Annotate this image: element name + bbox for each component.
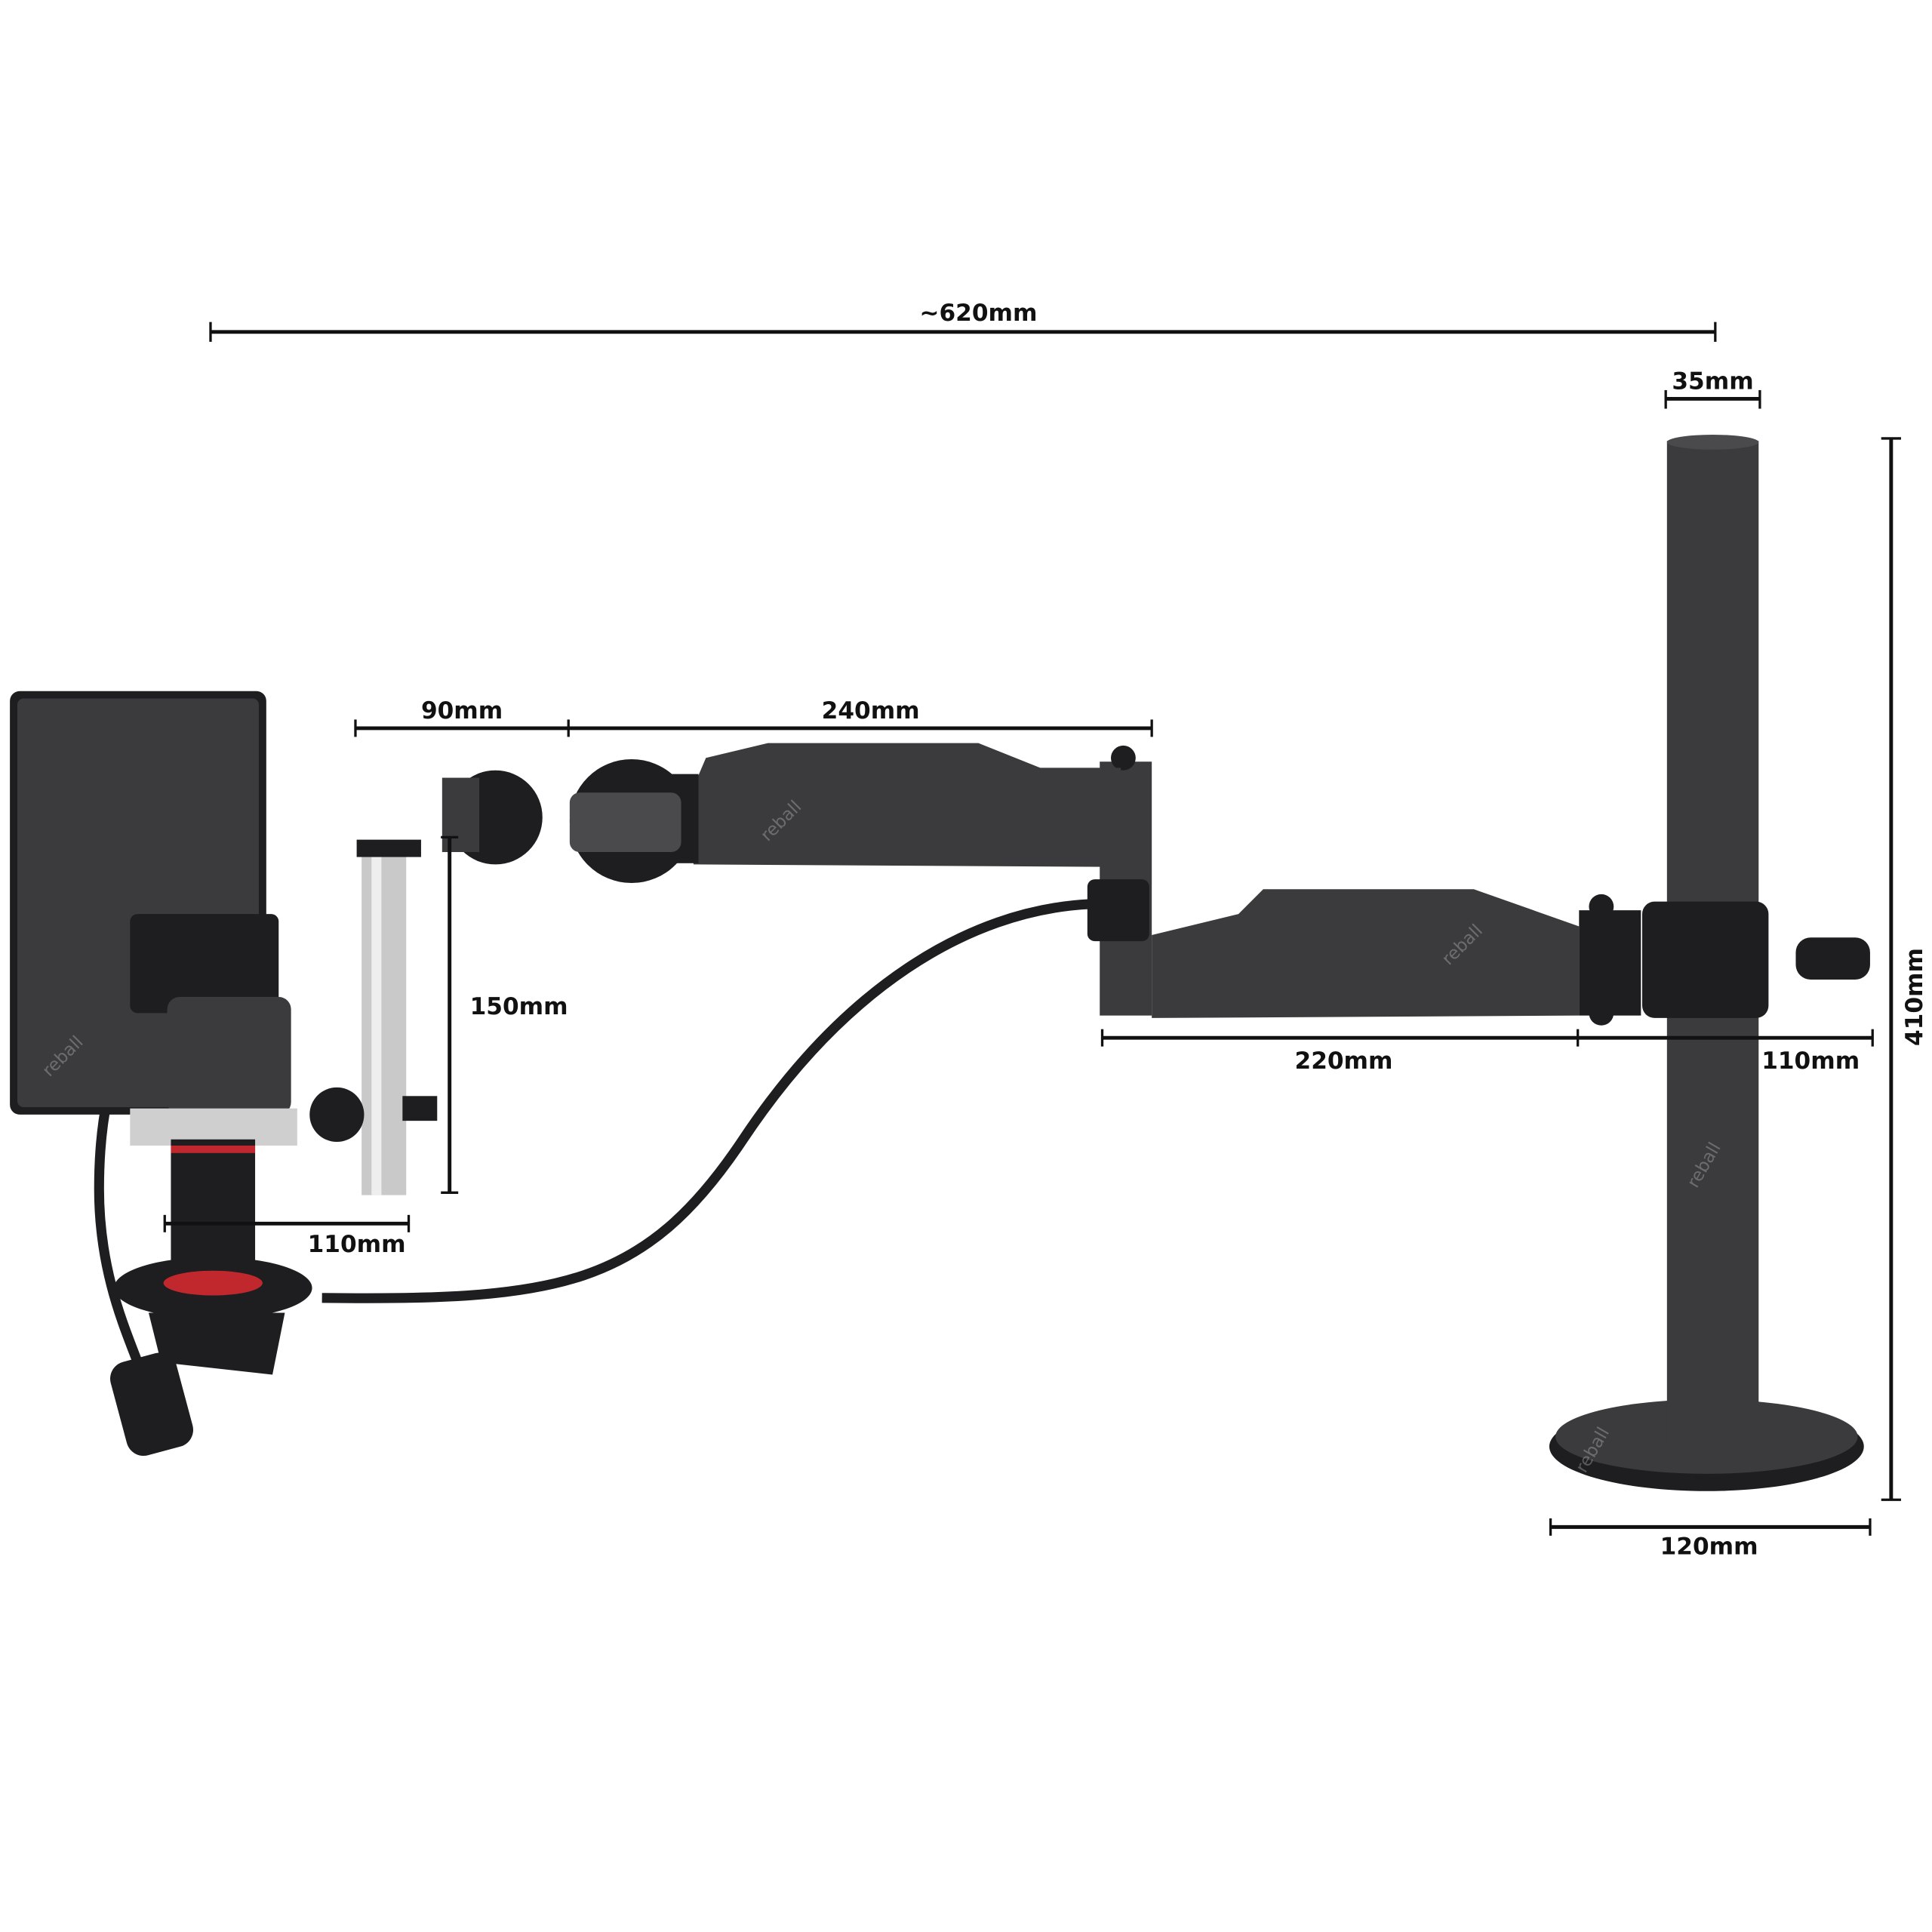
dimension-lower-arm: 220mm [1100,1029,1580,1075]
dimension-label: 150mm [470,993,568,1020]
dimension-base-width: 120mm [1549,1518,1872,1560]
dimension-holder-height: 150mm [441,835,568,1194]
dimension-upper-arm: 240mm [568,697,1153,737]
dimension-pole-height: 410mm [1881,437,1928,1501]
dimension-clamp-depth: 110mm [1577,1029,1874,1075]
dimension-label: 110mm [1761,1048,1860,1075]
pole-collar [1642,901,1769,1018]
clamp-knob [1795,937,1870,980]
dimension-label: 110mm [308,1231,406,1258]
dimension-label: 35mm [1672,368,1753,395]
dimension-label: 240mm [822,697,920,724]
dimension-label: 90mm [421,697,503,724]
dimension-label: 220mm [1295,1048,1393,1075]
lower-arm [1152,889,1641,1026]
dimension-overall-length: ~620mm [209,300,1717,342]
dimension-ring-light-width: 110mm [163,1214,411,1258]
elbow-joint [1087,745,1152,1016]
holder-rod [309,839,438,1195]
stand-pole [1549,435,1870,1491]
microscope-monitor [10,691,297,1146]
dimension-label: 120mm [1660,1533,1758,1560]
upper-arm [669,743,1121,867]
dimension-label: 410mm [1901,948,1928,1046]
tilt-head [441,758,694,884]
led-lamp [110,1352,193,1457]
dimension-pole-diameter: 35mm [1664,368,1761,409]
dimension-label: ~620mm [919,300,1037,327]
dimension-arm-offset: 90mm [354,697,570,737]
camera-lens [113,1139,312,1375]
